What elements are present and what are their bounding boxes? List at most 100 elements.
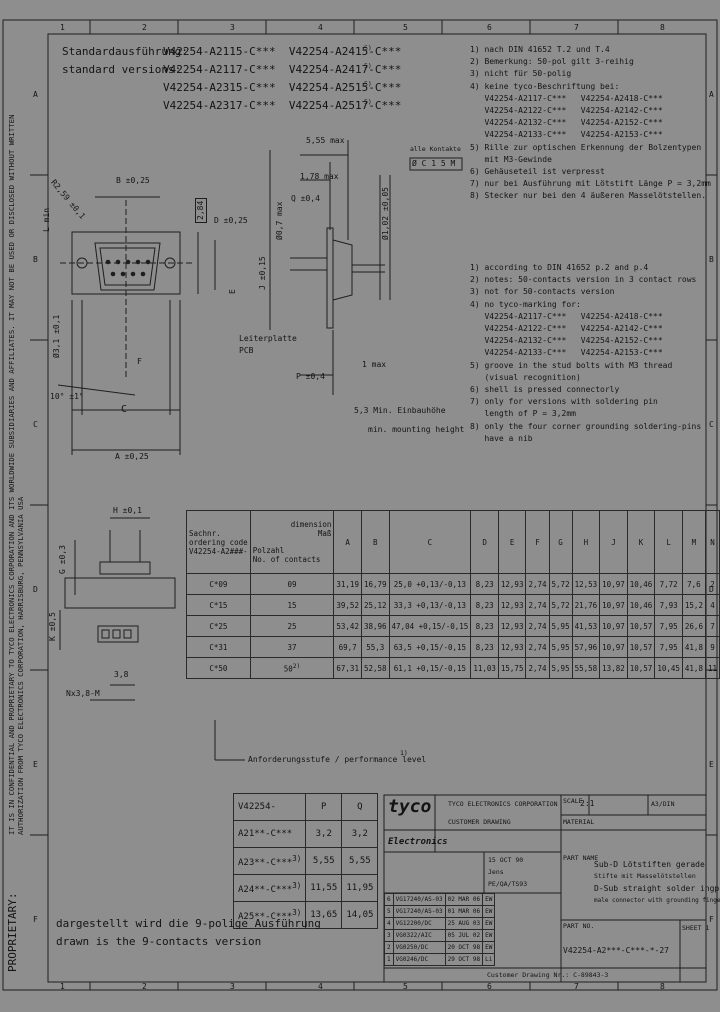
note-line: mit M3-Gewinde <box>470 154 552 164</box>
note-line: 8) Stecker nur bei den 4 äußeren Masselö… <box>470 191 707 201</box>
header-dim-letter: J <box>599 510 628 574</box>
dim-c: C <box>121 404 128 415</box>
note-line: V42254-A2122-C*** V42254-A2142-C*** <box>470 106 663 116</box>
dim-phi3: Ø3,1 ±0,1 <box>52 314 61 358</box>
note-line: length of P = 3,2mm <box>470 409 576 419</box>
grid-col-label: 4 <box>318 982 323 991</box>
cell-dim-value: 7,72 <box>654 573 683 595</box>
header-dim-letter: E <box>497 510 527 574</box>
grid-col-label: 2 <box>142 23 147 32</box>
revision-cell: EW <box>482 893 496 906</box>
pq-code: A25**-C***3) <box>232 901 307 929</box>
revision-cell: 4 <box>384 917 394 930</box>
cell-dim-value: 10,46 <box>626 594 656 616</box>
grid-row-label: A <box>709 90 714 99</box>
cell-code: C*15 <box>186 594 251 616</box>
grid-col-label: 2 <box>142 982 147 991</box>
grid-col-label: 5 <box>403 23 408 32</box>
cell-dim-value: 7 <box>704 615 720 637</box>
header-polzahl: Polzahl No. of contacts <box>252 546 321 564</box>
revision-cell: VG0322/AIC <box>392 929 446 942</box>
cell-contacts: 502) <box>249 657 335 679</box>
drawn-by: Jens <box>488 868 504 876</box>
header-dim-letter: C <box>388 510 472 574</box>
material-label: MATERIAL <box>563 818 595 826</box>
pq-p: 13,65 <box>305 901 343 929</box>
version-line: V42254-A2117-C*** V42254-A2417-C*** <box>163 63 402 76</box>
revision-cell: EW <box>482 929 496 942</box>
dim-l: L min <box>42 207 51 232</box>
header-dim-letter: K <box>626 510 656 574</box>
dim-g: G ±0,3 <box>58 545 67 574</box>
scale-label: SCALE <box>563 797 583 805</box>
revision-cell: 20 OCT 98 <box>444 941 484 954</box>
cell-dim-value: 10,46 <box>626 573 656 595</box>
cell-dim-value: 25,12 <box>360 594 390 616</box>
revision-cell: 01 MAR 06 <box>444 905 484 918</box>
pq-code: A21**-C*** <box>232 820 307 848</box>
cell-code: C*50 <box>186 657 251 679</box>
confidential-notice: IT IS IN CONFIDENTIAL AND PROPRIETARY TO… <box>7 114 25 835</box>
cell-dim-value: 16,79 <box>360 573 390 595</box>
tyco-logo: tyco <box>388 796 432 817</box>
revision-cell: Li <box>482 953 496 966</box>
header-dimension: dimension Maß <box>290 520 332 538</box>
cell-dim-value: 41,8 <box>681 636 706 658</box>
cell-dim-value: 12,93 <box>497 594 527 616</box>
revision-cell: EW <box>482 917 496 930</box>
dim-k: K ±0,5 <box>48 612 57 641</box>
grid-col-label: 4 <box>318 23 323 32</box>
cell-dim-value: 12,93 <box>497 636 527 658</box>
dim-h: H ±0,1 <box>113 506 142 515</box>
cell-code: C*25 <box>186 615 251 637</box>
note-line: 8) only the four corner grounding solder… <box>470 421 702 431</box>
pq-q: 11,95 <box>341 874 379 902</box>
checked-by: PE/QA/TS93 <box>488 880 528 888</box>
note-line: 6) Gehäuseteil ist verpresst <box>470 167 605 177</box>
dim-f: F <box>137 357 142 366</box>
header-dim-letter: M <box>681 510 706 574</box>
cell-dim-value: 7,95 <box>654 636 683 658</box>
cell-dim-value: 21,76 <box>571 594 601 616</box>
performance-level-sup: 1) <box>400 749 408 757</box>
cell-contacts: 15 <box>249 594 335 616</box>
note-line: 7) nur bei Ausführung mit Lötstift Länge… <box>470 179 711 189</box>
revision-cell: EW <box>482 905 496 918</box>
pcb-label-de: Leiterplatte <box>239 334 297 343</box>
dim-q: Q ±0,4 <box>291 194 320 203</box>
cell-dim-value: 55,3 <box>360 636 390 658</box>
customer-drawing: CUSTOMER DRAWING <box>448 818 511 826</box>
grid-row-label: F <box>33 915 38 924</box>
dim-d: D ±0,25 <box>214 216 248 225</box>
note-line: have a nib <box>470 433 533 443</box>
cell-dim-value: 10,45 <box>654 657 683 679</box>
dim-phi07: Ø0,7 max <box>275 201 284 240</box>
dim-j: J ±0,15 <box>258 256 267 290</box>
pq-header: Q <box>341 793 379 821</box>
cell-dim-value: 8,23 <box>470 594 499 616</box>
cell-dim-value: 10,97 <box>599 594 628 616</box>
grid-col-label: 7 <box>574 982 579 991</box>
grid-col-label: 8 <box>660 23 665 32</box>
header-dim-letter: L <box>654 510 683 574</box>
version-sup: 5) <box>364 80 372 88</box>
cell-code: C*09 <box>186 573 251 595</box>
cell-dim-value: 13,82 <box>599 657 628 679</box>
cell-dim-value: 26,6 <box>681 615 706 637</box>
note-line: 4) keine tyco-Beschriftung bei: <box>470 81 620 91</box>
cell-contacts-sup: 2) <box>292 662 301 670</box>
header-dim-letter: F <box>525 510 550 574</box>
dim-2-84: 2,84 <box>195 197 207 223</box>
header-dim-letter: N <box>704 510 720 574</box>
grid-col-label: 1 <box>60 23 65 32</box>
cell-dim-value: 41,53 <box>571 615 601 637</box>
mount-height-en: min. mounting height <box>368 425 465 434</box>
dim-3-8: 3,8 <box>114 670 129 679</box>
